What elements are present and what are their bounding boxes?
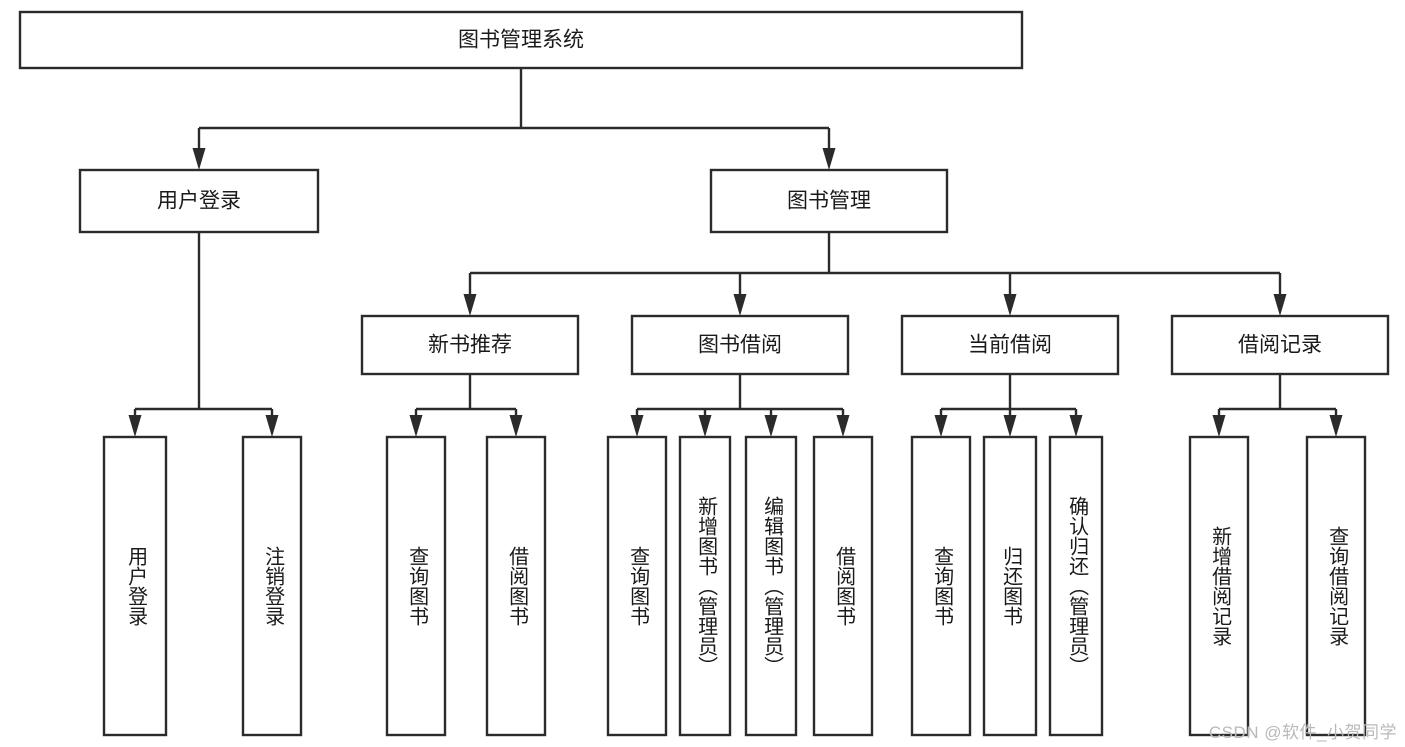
node-box-user-login[interactable] — [78, 168, 320, 234]
node-label-borrow-record: 借阅记录 — [1238, 334, 1322, 357]
node-box-leaf-add-book[interactable] — [678, 435, 732, 737]
node-box-borrow-record[interactable] — [1170, 314, 1390, 376]
arrow-root-to-book-manage — [822, 148, 836, 170]
node-new-book-rec[interactable]: 新书推荐 — [360, 314, 580, 376]
arrow-book-manage-to-current-borrow — [1003, 294, 1017, 316]
arrow-book-manage-to-book-borrow — [733, 294, 747, 316]
arrow-book-borrow-to-leaf-add-book — [698, 415, 712, 437]
node-leaf-add-book[interactable] — [678, 435, 732, 737]
node-leaf-query-book-3[interactable] — [910, 435, 972, 737]
arrow-current-borrow-to-leaf-return-book — [1003, 415, 1017, 437]
node-leaf-query-record[interactable] — [1305, 435, 1367, 737]
node-box-leaf-query-record[interactable] — [1305, 435, 1367, 737]
node-label-book-borrow: 图书借阅 — [698, 334, 782, 357]
arrow-book-manage-to-new-book-rec — [463, 294, 477, 316]
connector-layer — [128, 68, 1343, 437]
node-box-root[interactable] — [18, 10, 1024, 70]
node-box-leaf-return-book[interactable] — [982, 435, 1038, 737]
node-leaf-add-record[interactable] — [1188, 435, 1250, 737]
node-box-current-borrow[interactable] — [900, 314, 1120, 376]
node-leaf-query-book-1[interactable] — [385, 435, 447, 737]
node-borrow-record[interactable]: 借阅记录 — [1170, 314, 1390, 376]
node-label-book-manage: 图书管理 — [787, 190, 871, 213]
arrow-new-book-rec-to-leaf-query-book-1 — [409, 415, 423, 437]
arrow-root-to-user-login — [192, 148, 206, 170]
arrow-book-borrow-to-leaf-query-book-2 — [630, 415, 644, 437]
arrow-book-borrow-to-leaf-borrow-book-2 — [836, 415, 850, 437]
arrow-user-login-to-leaf-user-login — [128, 415, 142, 437]
node-book-borrow[interactable]: 图书借阅 — [630, 314, 850, 376]
node-label-current-borrow: 当前借阅 — [968, 334, 1052, 357]
node-leaf-user-login[interactable] — [102, 435, 168, 737]
node-book-manage[interactable]: 图书管理 — [709, 168, 949, 234]
node-leaf-borrow-book-1[interactable] — [485, 435, 547, 737]
node-leaf-query-book-2[interactable] — [606, 435, 668, 737]
node-box-leaf-confirm-return[interactable] — [1048, 435, 1104, 737]
node-box-leaf-query-book-2[interactable] — [606, 435, 668, 737]
node-box-leaf-logout[interactable] — [241, 435, 303, 737]
node-root[interactable]: 图书管理系统 — [18, 10, 1024, 70]
node-box-new-book-rec[interactable] — [360, 314, 580, 376]
node-box-leaf-borrow-book-1[interactable] — [485, 435, 547, 737]
node-label-root: 图书管理系统 — [458, 29, 584, 52]
node-box-book-borrow[interactable] — [630, 314, 850, 376]
arrow-book-borrow-to-leaf-edit-book — [764, 415, 778, 437]
node-box-leaf-query-book-3[interactable] — [910, 435, 972, 737]
arrow-user-login-to-leaf-logout — [265, 415, 279, 437]
node-current-borrow[interactable]: 当前借阅 — [900, 314, 1120, 376]
node-leaf-confirm-return[interactable] — [1048, 435, 1104, 737]
node-user-login[interactable]: 用户登录 — [78, 168, 320, 234]
node-box-leaf-user-login[interactable] — [102, 435, 168, 737]
node-box-book-manage[interactable] — [709, 168, 949, 234]
node-box-leaf-edit-book[interactable] — [744, 435, 798, 737]
arrow-borrow-record-to-leaf-query-record — [1329, 415, 1343, 437]
watermark-text: CSDN @软件_小贺同学 — [1208, 723, 1397, 742]
node-leaf-edit-book[interactable] — [744, 435, 798, 737]
arrow-current-borrow-to-leaf-confirm-return — [1069, 415, 1083, 437]
node-label-user-login: 用户登录 — [157, 190, 241, 213]
node-box-leaf-add-record[interactable] — [1188, 435, 1250, 737]
arrow-book-manage-to-borrow-record — [1273, 294, 1287, 316]
node-leaf-return-book[interactable] — [982, 435, 1038, 737]
arrow-current-borrow-to-leaf-query-book-3 — [934, 415, 948, 437]
node-box-leaf-query-book-1[interactable] — [385, 435, 447, 737]
arrow-borrow-record-to-leaf-add-record — [1212, 415, 1226, 437]
arrow-new-book-rec-to-leaf-borrow-book-1 — [509, 415, 523, 437]
node-label-new-book-rec: 新书推荐 — [428, 334, 512, 357]
node-box-leaf-borrow-book-2[interactable] — [812, 435, 874, 737]
node-leaf-logout[interactable] — [241, 435, 303, 737]
node-leaf-borrow-book-2[interactable] — [812, 435, 874, 737]
